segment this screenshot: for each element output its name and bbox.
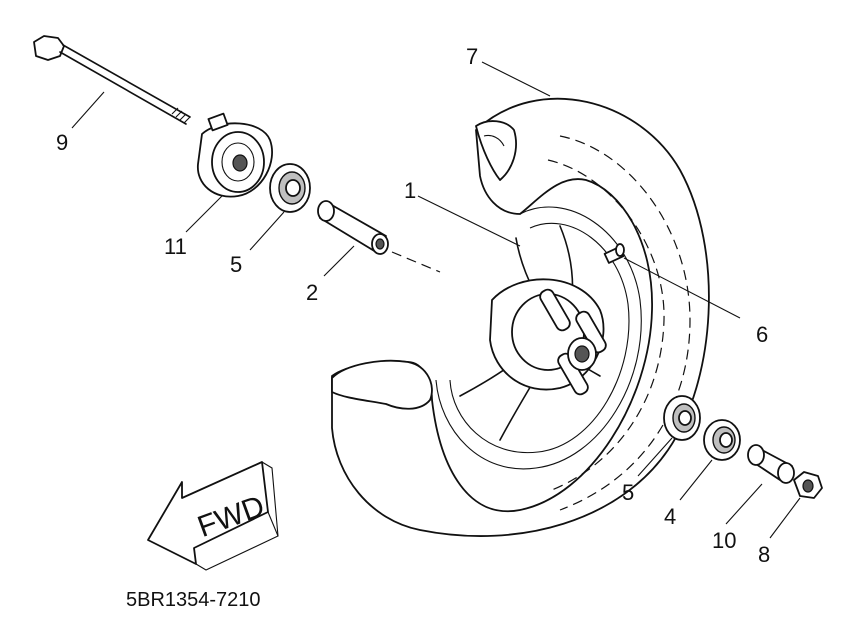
callout-7: 7 <box>466 44 478 69</box>
callout-8: 8 <box>758 542 770 567</box>
nut-part-8 <box>793 471 823 499</box>
oil-seal-part-4 <box>703 419 741 461</box>
drawing-code: 5BR1354-7210 <box>126 589 261 611</box>
callout-5-left: 5 <box>230 252 242 277</box>
wheel-assembly-part-7 <box>331 97 710 537</box>
callout-10: 10 <box>712 528 736 553</box>
callout-9: 9 <box>56 130 68 155</box>
callout-5-right: 5 <box>622 480 634 505</box>
axle-centerline <box>391 251 441 273</box>
gear-unit-part-11 <box>197 112 273 198</box>
bearing-part-5-left <box>269 163 311 213</box>
callout-2: 2 <box>306 280 318 305</box>
bearing-part-5-right <box>663 395 701 441</box>
callout-1: 1 <box>404 178 416 203</box>
leader-lines <box>71 61 801 539</box>
forward-direction-arrow: FWD <box>147 461 279 571</box>
callout-11: 11 <box>164 234 187 259</box>
collar-part-10 <box>747 444 795 484</box>
spacer-part-2 <box>317 200 389 255</box>
valve-part-6 <box>603 243 625 264</box>
callout-6: 6 <box>756 322 768 347</box>
callout-4: 4 <box>664 504 676 529</box>
axle-bolt-part-9 <box>33 35 191 125</box>
